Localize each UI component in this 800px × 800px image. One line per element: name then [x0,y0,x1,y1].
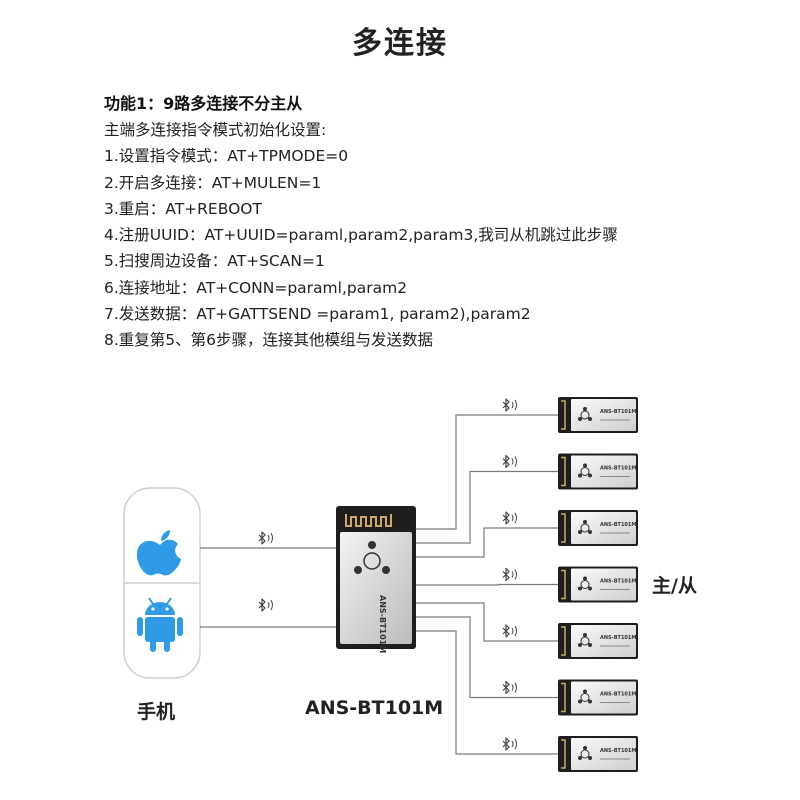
instruction-line: 5.扫搜周边设备：AT+SCAN=1 [104,252,325,271]
module-label: ANS-BT101M [305,697,444,719]
instruction-line: 2.开启多连接：AT+MULEN=1 [104,173,322,192]
instruction-line: 7.发送数据：AT+GATTSEND =param1, param2),para… [104,305,531,324]
slave-logo-icon [578,689,592,704]
bluetooth-icon [502,737,517,751]
instruction-line: 1.设置指令模式：AT+TPMODE=0 [104,147,349,166]
slave-chip-text: ANS-BT101M [600,522,636,528]
slave-link-line [416,583,558,586]
instruction-line: 8.重复第5、第6步骤，连接其他模组与发送数据 [104,331,434,350]
slave-chip-text: ANS-BT101M [600,579,636,585]
slave-link-line [416,602,558,642]
page-title: 多连接 [352,26,448,61]
module-logo-icon [354,541,390,574]
slave-chip-text: ANS-BT101M [600,748,636,754]
slave-logo-icon [578,463,592,478]
bluetooth-icon [502,454,517,469]
slave-module: ANS-BT101M [558,566,638,603]
phone-label: 手机 [137,701,176,723]
slave-logo-icon [578,520,592,534]
slave-module: ANS-BT101M [558,736,638,772]
slave-links [416,414,558,755]
slave-module: ANS-BT101M [558,510,638,546]
slave-logo-icon [578,746,592,760]
phone [123,487,201,679]
slave-module: ANS-BT101M [558,397,638,433]
module-chip-text: ANS-BT101M [378,595,387,653]
bluetooth-icon [502,398,517,412]
slave-modules: ANS-BT101M ANS-BT101M ANS-BT101M ANS-BT101M… [558,397,638,772]
instruction-line: 主端多连接指令模式初始化设置: [104,121,327,139]
bluetooth-icon [502,680,517,695]
apple-icon [136,530,181,576]
bluetooth-icon [258,598,273,612]
main-module: ANS-BT101M [336,506,416,653]
bluetooth-icons [258,398,517,751]
slave-logo-icon [578,407,592,421]
slave-link-line [416,630,558,755]
slave-link-line [416,470,558,544]
slave-chip-text: ANS-BT101M [600,409,636,415]
bluetooth-icon [502,567,517,582]
phone-links [200,547,336,628]
slave-module: ANS-BT101M [558,679,638,716]
slave-label: 主/从 [652,575,697,597]
slave-module: ANS-BT101M [558,453,638,490]
slave-link-line [416,616,558,699]
slave-chip-text: ANS-BT101M [600,635,636,641]
slave-chip-text: ANS-BT101M [600,692,636,698]
bluetooth-icon [502,624,517,638]
instruction-list: 主端多连接指令模式初始化设置: 1.设置指令模式：AT+TPMODE=0 2.开… [104,117,618,354]
feature-title: 功能1：9路多连接不分主从 [104,94,303,113]
instruction-line: 4.注册UUID：AT+UUID=paraml,param2,param3,我司… [104,226,618,245]
bluetooth-icon [258,531,273,545]
slave-link-line [416,527,558,558]
slave-chip-text: ANS-BT101M [600,466,636,472]
android-icon [137,597,183,652]
instruction-line: 3.重启：AT+REBOOT [104,199,262,218]
slave-link-line [416,414,558,530]
bluetooth-icon [502,511,517,525]
slave-logo-icon [578,576,592,591]
instruction-line: 6.连接地址：AT+CONN=paraml,param2 [104,278,408,297]
slave-module: ANS-BT101M [558,623,638,659]
slave-logo-icon [578,633,592,647]
